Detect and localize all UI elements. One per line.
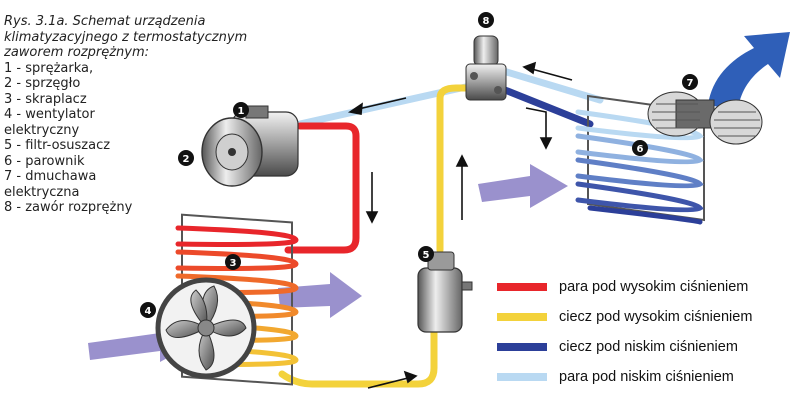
svg-text:3: 3 (230, 258, 237, 269)
fan-blades (165, 285, 247, 371)
caption-line: elektryczny (4, 122, 80, 138)
legend-label: para pod wysokim ciśnieniem (559, 279, 749, 295)
legend-swatch (497, 313, 547, 321)
figure-caption: Rys. 3.1a. Schemat urządzenia klimatyzac… (4, 14, 264, 216)
flow-arrowhead-down-red (365, 211, 379, 224)
line-high-pressure-liquid-riser (436, 84, 474, 254)
svg-text:6: 6 (637, 144, 644, 155)
fan-hub (197, 319, 215, 337)
electric-fan (155, 277, 257, 379)
flow-arrowhead-to-compressor (347, 102, 363, 115)
flow-arrowhead-up-yellow (455, 154, 469, 167)
legend-item-low-pressure-vapor: para pod niskim ciśnieniem (497, 366, 797, 388)
caption-line: 2 - sprzęgło (4, 76, 81, 91)
line-low-pressure-vapor-evaporator (496, 66, 604, 104)
caption-line: 1 - sprężarka, (4, 60, 94, 76)
caption-line: klimatyzacyjnego z termostatycznym (4, 29, 248, 45)
caption-line: 4 - wentylator (4, 107, 95, 122)
line-high-pressure-vapor (284, 122, 360, 254)
flow-arrowhead-bottom-yellow (403, 370, 418, 384)
filter-drier-outlet (461, 281, 473, 291)
svg-text:8: 8 (483, 16, 490, 27)
clutch-bolt (228, 148, 236, 156)
caption-line: 7 - dmuchawa (4, 169, 97, 184)
legend-item-high-pressure-liquid: ciecz pod wysokim ciśnieniem (497, 306, 797, 328)
svg-text:4: 4 (145, 306, 152, 317)
filter-drier-body (417, 267, 463, 333)
legend-label: para pod niskim ciśnieniem (559, 369, 734, 385)
legend-label: ciecz pod wysokim ciśnieniem (559, 309, 753, 325)
flow-direction-arrows (347, 61, 573, 389)
svg-text:5: 5 (423, 250, 430, 261)
legend-item-high-pressure-vapor: para pod wysokim ciśnieniem (497, 276, 797, 298)
air-flow-arrow-out-blower (708, 32, 790, 110)
valve-head (473, 35, 499, 67)
caption-line: 8 - zawór rozprężny (4, 200, 133, 215)
blower-wheel-right (709, 99, 763, 145)
svg-text:1: 1 (238, 106, 245, 117)
evaporator-coils (575, 109, 704, 225)
component-markers: 1 2 3 4 5 6 7 8 (140, 12, 698, 318)
svg-text:7: 7 (687, 78, 694, 89)
flow-arrowhead-from-evaporator (522, 61, 537, 75)
caption-line: Rys. 3.1a. Schemat urządzenia (4, 14, 206, 29)
caption-line: 6 - parownik (4, 153, 85, 169)
filter-drier (417, 251, 473, 333)
flow-arrowhead-into-evaporator (539, 137, 553, 150)
marker-2: 2 (178, 150, 194, 166)
compressor (201, 105, 299, 187)
marker-7: 7 (682, 74, 698, 90)
caption-line: elektryczna (4, 184, 80, 200)
legend-item-low-pressure-liquid: ciecz pod niskim ciśnieniem (497, 336, 797, 358)
marker-4: 4 (140, 302, 156, 318)
electric-blower (647, 91, 763, 145)
marker-1: 1 (233, 102, 249, 118)
marker-6: 6 (632, 140, 648, 156)
marker-8: 8 (478, 12, 494, 28)
caption-line: zaworem rozprężnym: (4, 45, 150, 60)
caption-line: 3 - skraplacz (4, 91, 87, 107)
flow-arrow-bottom-yellow (367, 376, 413, 389)
flow-arrow-into-evaporator (525, 107, 547, 142)
marker-5: 5 (418, 246, 434, 262)
expansion-valve (465, 35, 507, 101)
flow-arrow-to-compressor (353, 97, 407, 111)
valve-body (465, 63, 507, 101)
marker-3: 3 (225, 254, 241, 270)
evaporator (575, 94, 705, 225)
legend-swatch (497, 343, 547, 351)
legend-label: ciecz pod niskim ciśnieniem (559, 339, 738, 355)
svg-text:2: 2 (183, 154, 190, 165)
refrigerant-lines (278, 66, 604, 388)
line-low-pressure-liquid (496, 84, 594, 128)
legend-swatch (497, 373, 547, 381)
caption-line: 5 - filtr-osuszacz (4, 138, 111, 153)
flow-arrow-from-evaporator (527, 67, 573, 81)
legend-swatch (497, 283, 547, 291)
air-flow-arrow-through-condenser (278, 272, 362, 318)
air-flow-arrow-into-evaporator (478, 164, 568, 208)
